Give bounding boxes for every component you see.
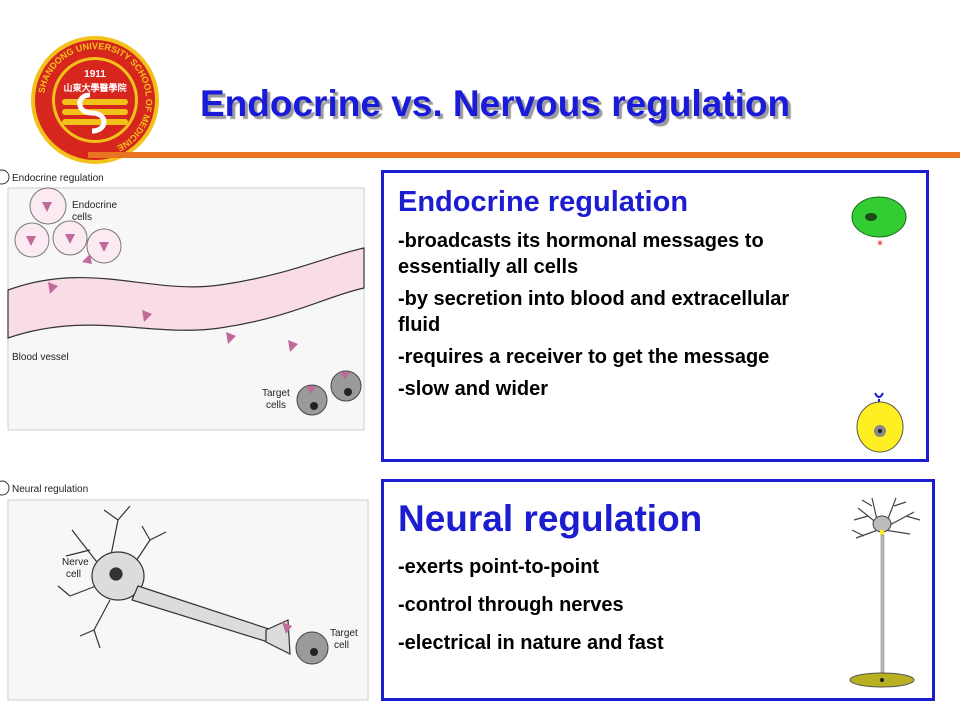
neural-diagram-caption: Neural regulation: [12, 484, 88, 495]
neural-bullet-list: -exerts point-to-point -control through …: [398, 554, 818, 668]
endocrine-bullet: -requires a receiver to get the message: [398, 346, 770, 368]
endocrine-panel: Endocrine regulation -broadcasts its hor…: [381, 170, 929, 462]
blood-vessel-label: Blood vessel: [12, 352, 69, 363]
svg-text:*: *: [877, 238, 883, 252]
target-cells-label: Target: [262, 388, 290, 399]
neural-bullet: -control through nerves: [398, 594, 624, 616]
target-cells-label-2: cells: [266, 400, 286, 411]
endocrine-cells-label: Endocrine: [72, 200, 117, 211]
neural-bullet: -exerts point-to-point: [398, 556, 600, 578]
neural-target-label-2: cell: [334, 640, 349, 651]
endocrine-heading: Endocrine regulation: [398, 186, 689, 218]
endocrine-cells: [14, 187, 122, 264]
logo-year: 1911: [84, 69, 106, 80]
neural-diagram: Neural regulation Nerve cell Target cell: [0, 470, 372, 706]
school-logo: SHANDONG UNIVERSITY SCHOOL OF MEDICINE 1…: [28, 33, 162, 167]
title-divider: [88, 152, 960, 158]
neural-panel: Neural regulation -exerts point-to-point…: [381, 479, 935, 701]
nerve-cell: [57, 505, 291, 656]
nerve-cell-label-2: cell: [66, 569, 81, 580]
endocrine-diagram-caption: Endocrine regulation: [12, 173, 104, 184]
neuron-icon: [844, 494, 934, 694]
blood-vessel: [7, 247, 365, 339]
neural-heading: Neural regulation: [398, 498, 703, 539]
endocrine-bullet-list: -broadcasts its hormonal messages to ess…: [398, 228, 818, 408]
endocrine-cells-label-2: cells: [72, 212, 92, 223]
endocrine-diagram: Endocrine regulation Endocrine cells Blo…: [0, 160, 372, 436]
page-title: Endocrine vs. Nervous regulation: [200, 83, 791, 124]
hormone-markers: [48, 282, 298, 352]
endocrine-bullet: -slow and wider: [398, 378, 549, 400]
endocrine-bullet: -broadcasts its hormonal messages to ess…: [398, 230, 764, 278]
neural-target-cell: [295, 631, 329, 665]
logo-emblem-icon: [62, 92, 128, 134]
target-cells: [296, 370, 362, 416]
logo-chinese-text: 山東大學醫學院: [63, 82, 126, 94]
neural-target-label: Target: [330, 628, 358, 639]
neural-bullet: -electrical in nature and fast: [398, 632, 664, 654]
nerve-cell-label: Nerve: [62, 557, 89, 568]
endocrine-bullet: -by secretion into blood and extracellul…: [398, 288, 790, 336]
hormone-signal-icon: *: [844, 191, 914, 453]
